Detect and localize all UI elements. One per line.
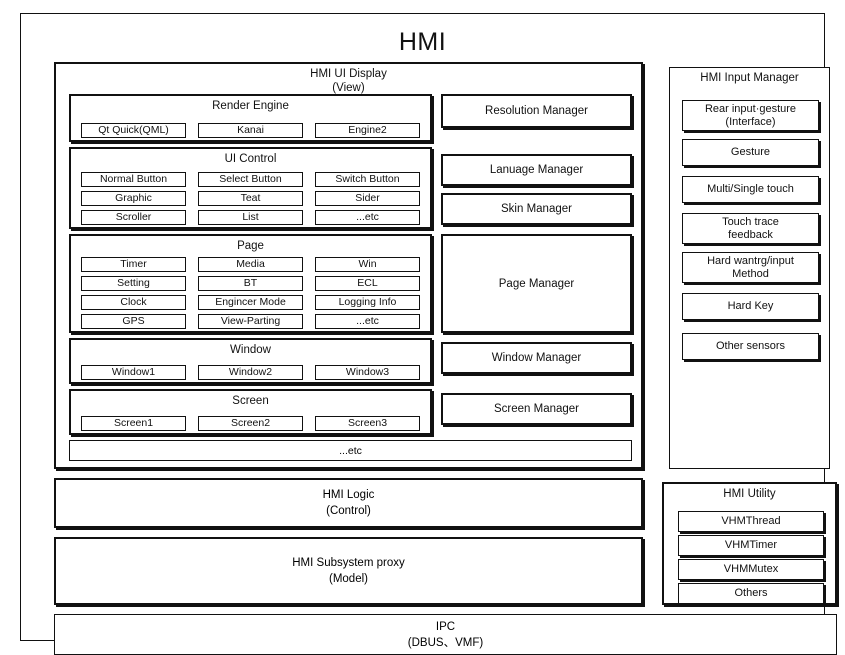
- screen-items: Screen1 Screen2 Screen3: [81, 416, 420, 431]
- panel-ipc[interactable]: IPC (DBUS、VMF): [54, 614, 837, 655]
- ui-display-subtitle: (View): [332, 82, 365, 94]
- block-screen-manager[interactable]: Screen Manager: [441, 393, 632, 425]
- block-title-window: Window: [230, 344, 271, 356]
- block-page: Page Timer Media Win Setting BT ECL Cloc…: [69, 234, 432, 333]
- chip-vhmtimer[interactable]: VHMTimer: [678, 535, 824, 556]
- chip-others[interactable]: Others: [678, 583, 824, 604]
- hmi-logic-label: HMI Logic (Control): [56, 480, 641, 526]
- chip-logging-info[interactable]: Logging Info: [315, 295, 420, 310]
- chip-ecl[interactable]: ECL: [315, 276, 420, 291]
- hmi-logic-title: HMI Logic: [322, 489, 375, 501]
- chip-switch-button[interactable]: Switch Button: [315, 172, 420, 187]
- chip-window2[interactable]: Window2: [198, 365, 303, 380]
- panel-hmi-utility: HMI Utility VHMThread VHMTimer VHMMutex …: [662, 482, 837, 605]
- chip-win[interactable]: Win: [315, 257, 420, 272]
- chip-graphic[interactable]: Graphic: [81, 191, 186, 206]
- block-screen: Screen Screen1 Screen2 Screen3: [69, 389, 432, 435]
- chip-list[interactable]: List: [198, 210, 303, 225]
- panel-title-hmi-utility: HMI Utility: [723, 488, 776, 500]
- block-ui-control: UI Control Normal Button Select Button S…: [69, 147, 432, 229]
- outer-frame: HMI HMI UI Display (View) Render Engine …: [20, 13, 837, 655]
- chip-other-sensors[interactable]: Other sensors: [682, 333, 819, 360]
- chip-rear-input-gesture[interactable]: Rear input·gesture(Interface): [682, 100, 819, 131]
- chip-page-etc[interactable]: ...etc: [315, 314, 420, 329]
- chip-gps[interactable]: GPS: [81, 314, 186, 329]
- chip-normal-button[interactable]: Normal Button: [81, 172, 186, 187]
- chip-engine2[interactable]: Engine2: [315, 123, 420, 138]
- block-skin-manager[interactable]: Skin Manager: [441, 193, 632, 225]
- chip-media[interactable]: Media: [198, 257, 303, 272]
- block-lanuage-manager[interactable]: Lanuage Manager: [441, 154, 632, 186]
- page-items: Timer Media Win Setting BT ECL Clock Eng…: [81, 257, 420, 329]
- block-title-ui-control: UI Control: [224, 153, 277, 165]
- ui-control-items: Normal Button Select Button Switch Butto…: [81, 172, 420, 225]
- block-window-manager[interactable]: Window Manager: [441, 342, 632, 374]
- ui-display-title: HMI UI Display: [310, 68, 387, 80]
- ipc-subtitle: (DBUS、VMF): [407, 636, 484, 649]
- chip-hard-key[interactable]: Hard Key: [682, 293, 819, 320]
- page-title: HMI: [398, 28, 447, 56]
- panel-title-hmi-input-manager: HMI Input Manager: [700, 72, 799, 84]
- hmi-subsystem-label: HMI Subsystem proxy (Model): [56, 539, 641, 603]
- hmi-subsystem-subtitle: (Model): [329, 573, 368, 585]
- chip-scroller[interactable]: Scroller: [81, 210, 186, 225]
- block-title-page: Page: [237, 240, 264, 252]
- chip-bt[interactable]: BT: [198, 276, 303, 291]
- ipc-title: IPC: [435, 620, 456, 633]
- block-title-render-engine: Render Engine: [212, 100, 289, 112]
- chip-screen1[interactable]: Screen1: [81, 416, 186, 431]
- chip-sider[interactable]: Sider: [315, 191, 420, 206]
- chip-setting[interactable]: Setting: [81, 276, 186, 291]
- chip-select-button[interactable]: Select Button: [198, 172, 303, 187]
- chip-kanai[interactable]: Kanai: [198, 123, 303, 138]
- panel-hmi-subsystem-proxy[interactable]: HMI Subsystem proxy (Model): [54, 537, 643, 605]
- block-ui-display-etc[interactable]: ...etc: [69, 440, 632, 461]
- chip-vhmmutex[interactable]: VHMMutex: [678, 559, 824, 580]
- chip-teat[interactable]: Teat: [198, 191, 303, 206]
- chip-screen3[interactable]: Screen3: [315, 416, 420, 431]
- block-page-manager[interactable]: Page Manager: [441, 234, 632, 333]
- chip-timer[interactable]: Timer: [81, 257, 186, 272]
- chip-view-parting[interactable]: View-Parting: [198, 314, 303, 329]
- chip-clock[interactable]: Clock: [81, 295, 186, 310]
- chip-ui-control-etc[interactable]: ...etc: [315, 210, 420, 225]
- panel-title-hmi-ui-display: HMI UI Display (View): [56, 64, 641, 95]
- block-window: Window Window1 Window2 Window3: [69, 338, 432, 384]
- block-resolution-manager[interactable]: Resolution Manager: [441, 94, 632, 128]
- chip-vhmthread[interactable]: VHMThread: [678, 511, 824, 532]
- chip-qt-quick[interactable]: Qt Quick(QML): [81, 123, 186, 138]
- panel-hmi-logic[interactable]: HMI Logic (Control): [54, 478, 643, 528]
- chip-engineer-mode[interactable]: Engincer Mode: [198, 295, 303, 310]
- chip-screen2[interactable]: Screen2: [198, 416, 303, 431]
- block-render-engine: Render Engine Qt Quick(QML) Kanai Engine…: [69, 94, 432, 142]
- panel-hmi-input-manager: HMI Input Manager Rear input·gesture(Int…: [669, 67, 830, 469]
- render-engine-items: Qt Quick(QML) Kanai Engine2: [81, 123, 420, 138]
- ipc-label: IPC (DBUS、VMF): [55, 615, 836, 654]
- hmi-subsystem-title: HMI Subsystem proxy: [292, 557, 405, 569]
- hmi-logic-subtitle: (Control): [326, 505, 371, 517]
- chip-multi-single-touch[interactable]: Multi/Single touch: [682, 176, 819, 203]
- chip-window3[interactable]: Window3: [315, 365, 420, 380]
- chip-window1[interactable]: Window1: [81, 365, 186, 380]
- panel-hmi-ui-display: HMI UI Display (View) Render Engine Qt Q…: [54, 62, 643, 469]
- chip-gesture[interactable]: Gesture: [682, 139, 819, 166]
- window-items: Window1 Window2 Window3: [81, 365, 420, 380]
- block-title-screen: Screen: [232, 395, 269, 407]
